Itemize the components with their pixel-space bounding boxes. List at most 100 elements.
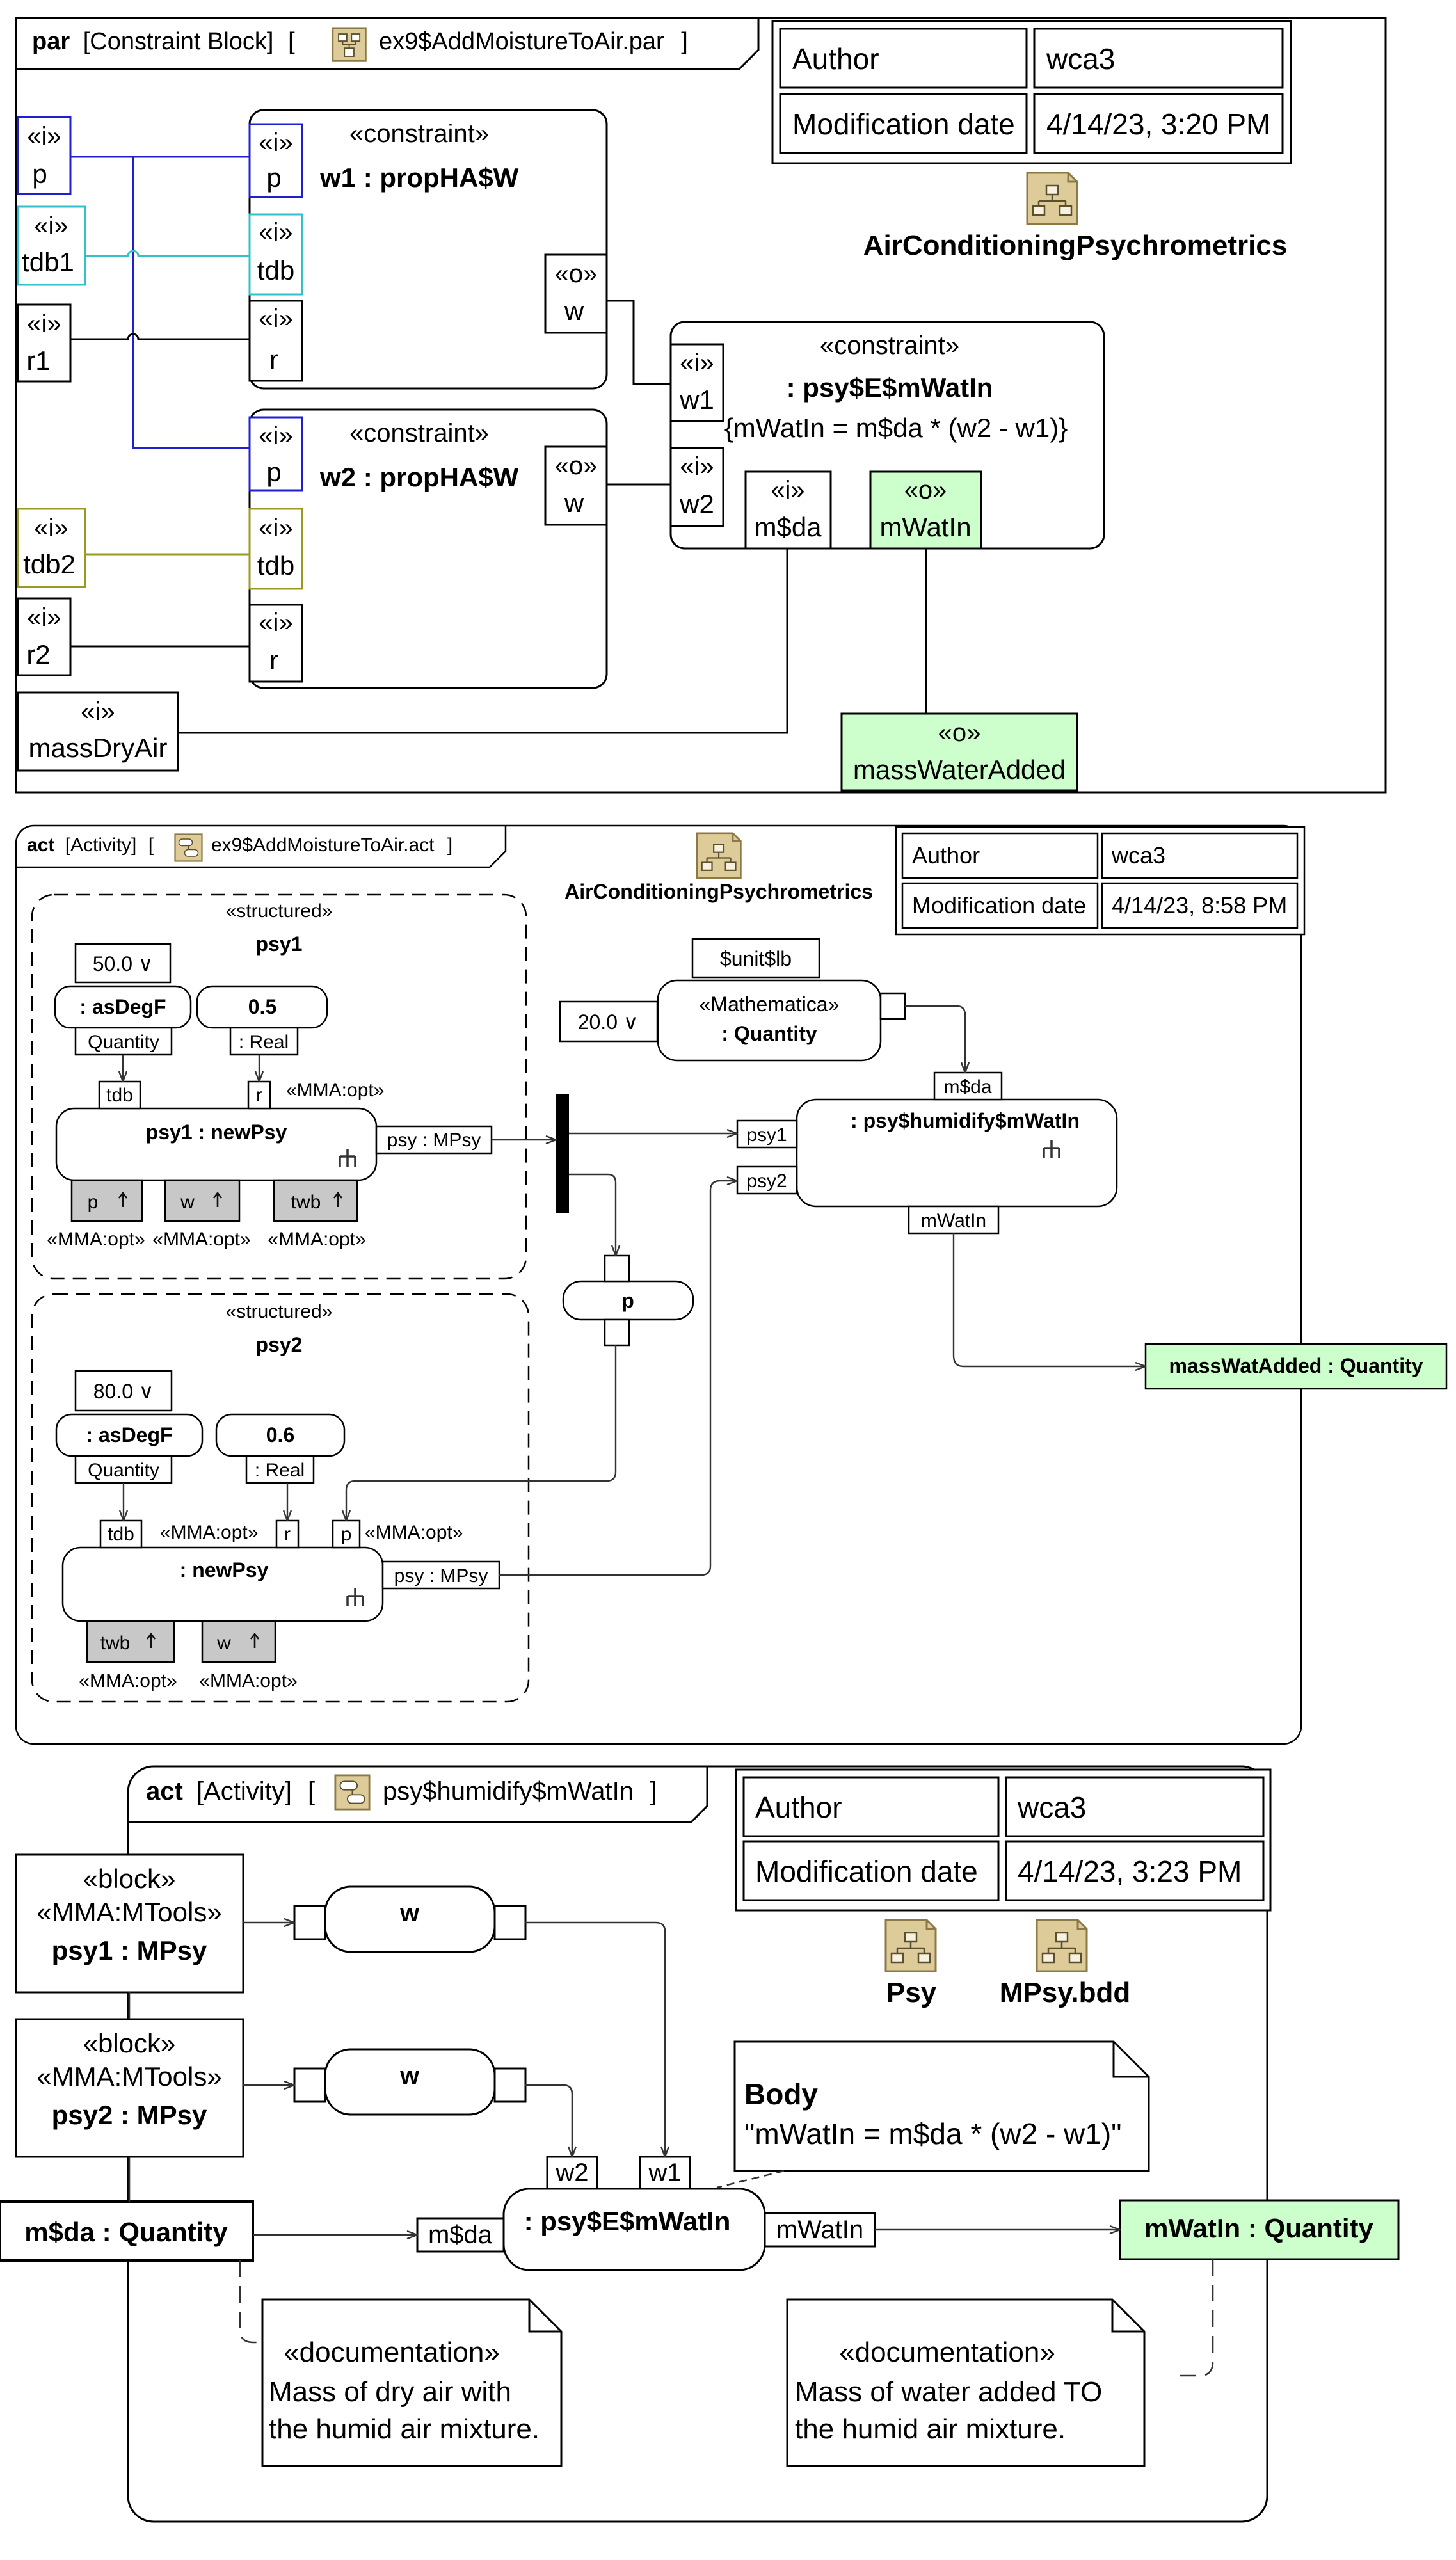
- par-mod-value: 4/14/23, 3:20 PM: [1046, 108, 1270, 141]
- w2-port-r[interactable]: [248, 604, 303, 683]
- svg-text:«i»: «i»: [259, 609, 292, 637]
- w1-port-p[interactable]: [248, 123, 303, 198]
- p-action-out-pin[interactable]: [604, 1318, 630, 1347]
- psy1-temp-value[interactable]: [74, 943, 172, 984]
- svg-text:«o»: «o»: [555, 452, 598, 480]
- par-diagram-name[interactable]: ex9$AddMoistureToAir.par ]: [379, 28, 688, 55]
- wire-tdb1: [70, 250, 250, 257]
- humidify-psy1-pin[interactable]: [736, 1119, 798, 1149]
- psy1-quantity-pin[interactable]: [74, 1027, 173, 1056]
- w1-port-tdb[interactable]: [248, 213, 303, 296]
- psy2-temp-value[interactable]: [74, 1370, 173, 1412]
- mwatin-port-mda[interactable]: [744, 470, 832, 550]
- w-action-1[interactable]: w: [293, 1885, 527, 1953]
- psy1-twb-pin[interactable]: [273, 1179, 358, 1222]
- svg-text:«i»: «i»: [27, 122, 61, 150]
- package-diagram-icon[interactable]: [1036, 1919, 1088, 1972]
- humidify-activity-panel: act [Activity] [ psy$humidify$mWatIn ] A…: [0, 1765, 1400, 2523]
- svg-text:w2: w2: [679, 489, 714, 519]
- svg-text:Modification date: Modification date: [912, 892, 1086, 918]
- svg-text:«MMA:opt»: «MMA:opt»: [199, 1670, 297, 1692]
- svg-text:wca3: wca3: [1017, 1791, 1086, 1824]
- act-package-link[interactable]: AirConditioningPsychrometrics: [564, 880, 873, 903]
- psy1-w-pin[interactable]: [164, 1179, 241, 1222]
- humidify-out-pin[interactable]: [908, 1205, 1000, 1235]
- mda-quantity-parameter[interactable]: [0, 2200, 254, 2262]
- package-diagram-icon[interactable]: [696, 832, 742, 879]
- act2-diagram-name[interactable]: psy$humidify$mWatIn ]: [383, 1777, 657, 1805]
- psy1-p-pin[interactable]: [70, 1179, 143, 1222]
- par-diagram-name-text: ex9$AddMoistureToAir.par: [379, 28, 664, 55]
- svg-text:twb: twb: [100, 1633, 131, 1654]
- block-psy2[interactable]: «block» «MMA:MTools» psy2 : MPsy: [15, 2018, 244, 2158]
- w1-port-w[interactable]: [544, 253, 608, 334]
- psy2-r-pin[interactable]: [275, 1519, 300, 1549]
- svg-text:w: w: [399, 1900, 419, 1927]
- svg-text:tdb: tdb: [108, 1524, 134, 1545]
- svg-text:w: w: [564, 296, 584, 326]
- psy2-p-pin[interactable]: [332, 1519, 361, 1549]
- psy2-quantity-pin[interactable]: [74, 1455, 173, 1484]
- humidify-mda-pin[interactable]: [933, 1071, 1003, 1101]
- psy2-w-pin[interactable]: [201, 1620, 276, 1663]
- port-r1[interactable]: [17, 303, 72, 383]
- port-p[interactable]: [17, 116, 72, 195]
- block-psy1[interactable]: «block» «MMA:MTools» psy1 : MPsy: [15, 1853, 244, 1994]
- svg-text:p: p: [266, 163, 281, 193]
- w1-port-r[interactable]: [248, 300, 303, 382]
- svg-text:«block»: «block»: [83, 1864, 176, 1894]
- w2-port-p[interactable]: [248, 416, 303, 492]
- psy1-out-pin[interactable]: [375, 1125, 493, 1155]
- w2-port-w[interactable]: [544, 445, 608, 526]
- port-massdryair[interactable]: [17, 691, 179, 772]
- package-diagram-icon[interactable]: [884, 1919, 937, 1972]
- svg-text:«i»: «i»: [81, 698, 115, 726]
- psy2-tdb-pin[interactable]: [99, 1519, 143, 1549]
- act-diagram-name[interactable]: ex9$AddMoistureToAir.act ]: [211, 835, 452, 856]
- constraint-w2[interactable]: «constraint» w2 : propHA$W «i» p «i» tdb…: [248, 408, 608, 689]
- p-action-in-pin[interactable]: [604, 1254, 630, 1283]
- psy1-real-pin[interactable]: [229, 1027, 299, 1056]
- par-package-link[interactable]: AirConditioningPsychrometrics: [863, 230, 1288, 261]
- mwatin-port-w2[interactable]: [669, 447, 724, 527]
- documentation-note-2[interactable]: «documentation» Mass of water added TO t…: [786, 2298, 1146, 2467]
- mwatin-quantity-parameter[interactable]: [1119, 2199, 1400, 2260]
- humidify-psy2-pin[interactable]: [736, 1165, 798, 1195]
- constraint-mwatin[interactable]: «constraint» : psy$E$mWatIn {mWatIn = m$…: [669, 321, 1105, 550]
- svg-text:twb: twb: [291, 1192, 321, 1213]
- port-masswateradded[interactable]: [840, 712, 1078, 792]
- par-info-table: Author wca3 Modification date 4/14/23, 3…: [771, 20, 1292, 164]
- svg-text:0.5: 0.5: [248, 995, 276, 1018]
- w2-port-tdb[interactable]: [248, 508, 303, 590]
- svg-text:: psy$humidify$mWatIn: : psy$humidify$mWatIn: [851, 1109, 1080, 1132]
- package-diagram-icon[interactable]: [1026, 172, 1078, 225]
- psy1-newpsy-action[interactable]: [55, 1107, 378, 1181]
- port-masswateradded-label: massWaterAdded: [853, 755, 1066, 785]
- body-note[interactable]: Body "mWatIn = m$da * (w2 - w1)": [733, 2040, 1150, 2172]
- port-tdb1-label: tdb1: [22, 247, 74, 277]
- svg-text:Mass of water added TO: Mass of water added TO: [795, 2376, 1102, 2408]
- svg-text:«o»: «o»: [555, 260, 598, 288]
- mwatin-port-out[interactable]: [869, 470, 982, 550]
- mathematica-out-pin[interactable]: [879, 992, 906, 1020]
- documentation-note-1[interactable]: «documentation» Mass of dry air with the…: [261, 2298, 563, 2467]
- svg-text:tdb: tdb: [257, 255, 294, 285]
- psy2-out-pin[interactable]: [381, 1560, 500, 1590]
- unit-lb-value[interactable]: [691, 938, 820, 979]
- mathematica-value[interactable]: [559, 1000, 659, 1043]
- psy2-twb-pin[interactable]: [86, 1620, 175, 1663]
- port-r2[interactable]: [17, 597, 72, 676]
- constraint-w1[interactable]: «constraint» w1 : propHA$W «i» p «i» tdb…: [248, 109, 608, 390]
- psy-package-link[interactable]: Psy: [886, 1977, 937, 2008]
- center-w1-pin[interactable]: [639, 2156, 691, 2190]
- w-action-2[interactable]: w: [293, 2048, 527, 2116]
- svg-text:«i»: «i»: [259, 422, 292, 450]
- port-tdb1[interactable]: [17, 205, 86, 286]
- svg-text:«i»: «i»: [259, 218, 292, 246]
- mwatin-port-w1[interactable]: [669, 343, 724, 422]
- port-tdb2[interactable]: [17, 508, 86, 588]
- psy2-real-pin[interactable]: [245, 1455, 315, 1484]
- fork-node[interactable]: [556, 1094, 569, 1213]
- psy-e-mwatin-action[interactable]: : psy$E$mWatIn: [502, 2188, 766, 2271]
- mpsy-bdd-link[interactable]: MPsy.bdd: [1000, 1977, 1131, 2008]
